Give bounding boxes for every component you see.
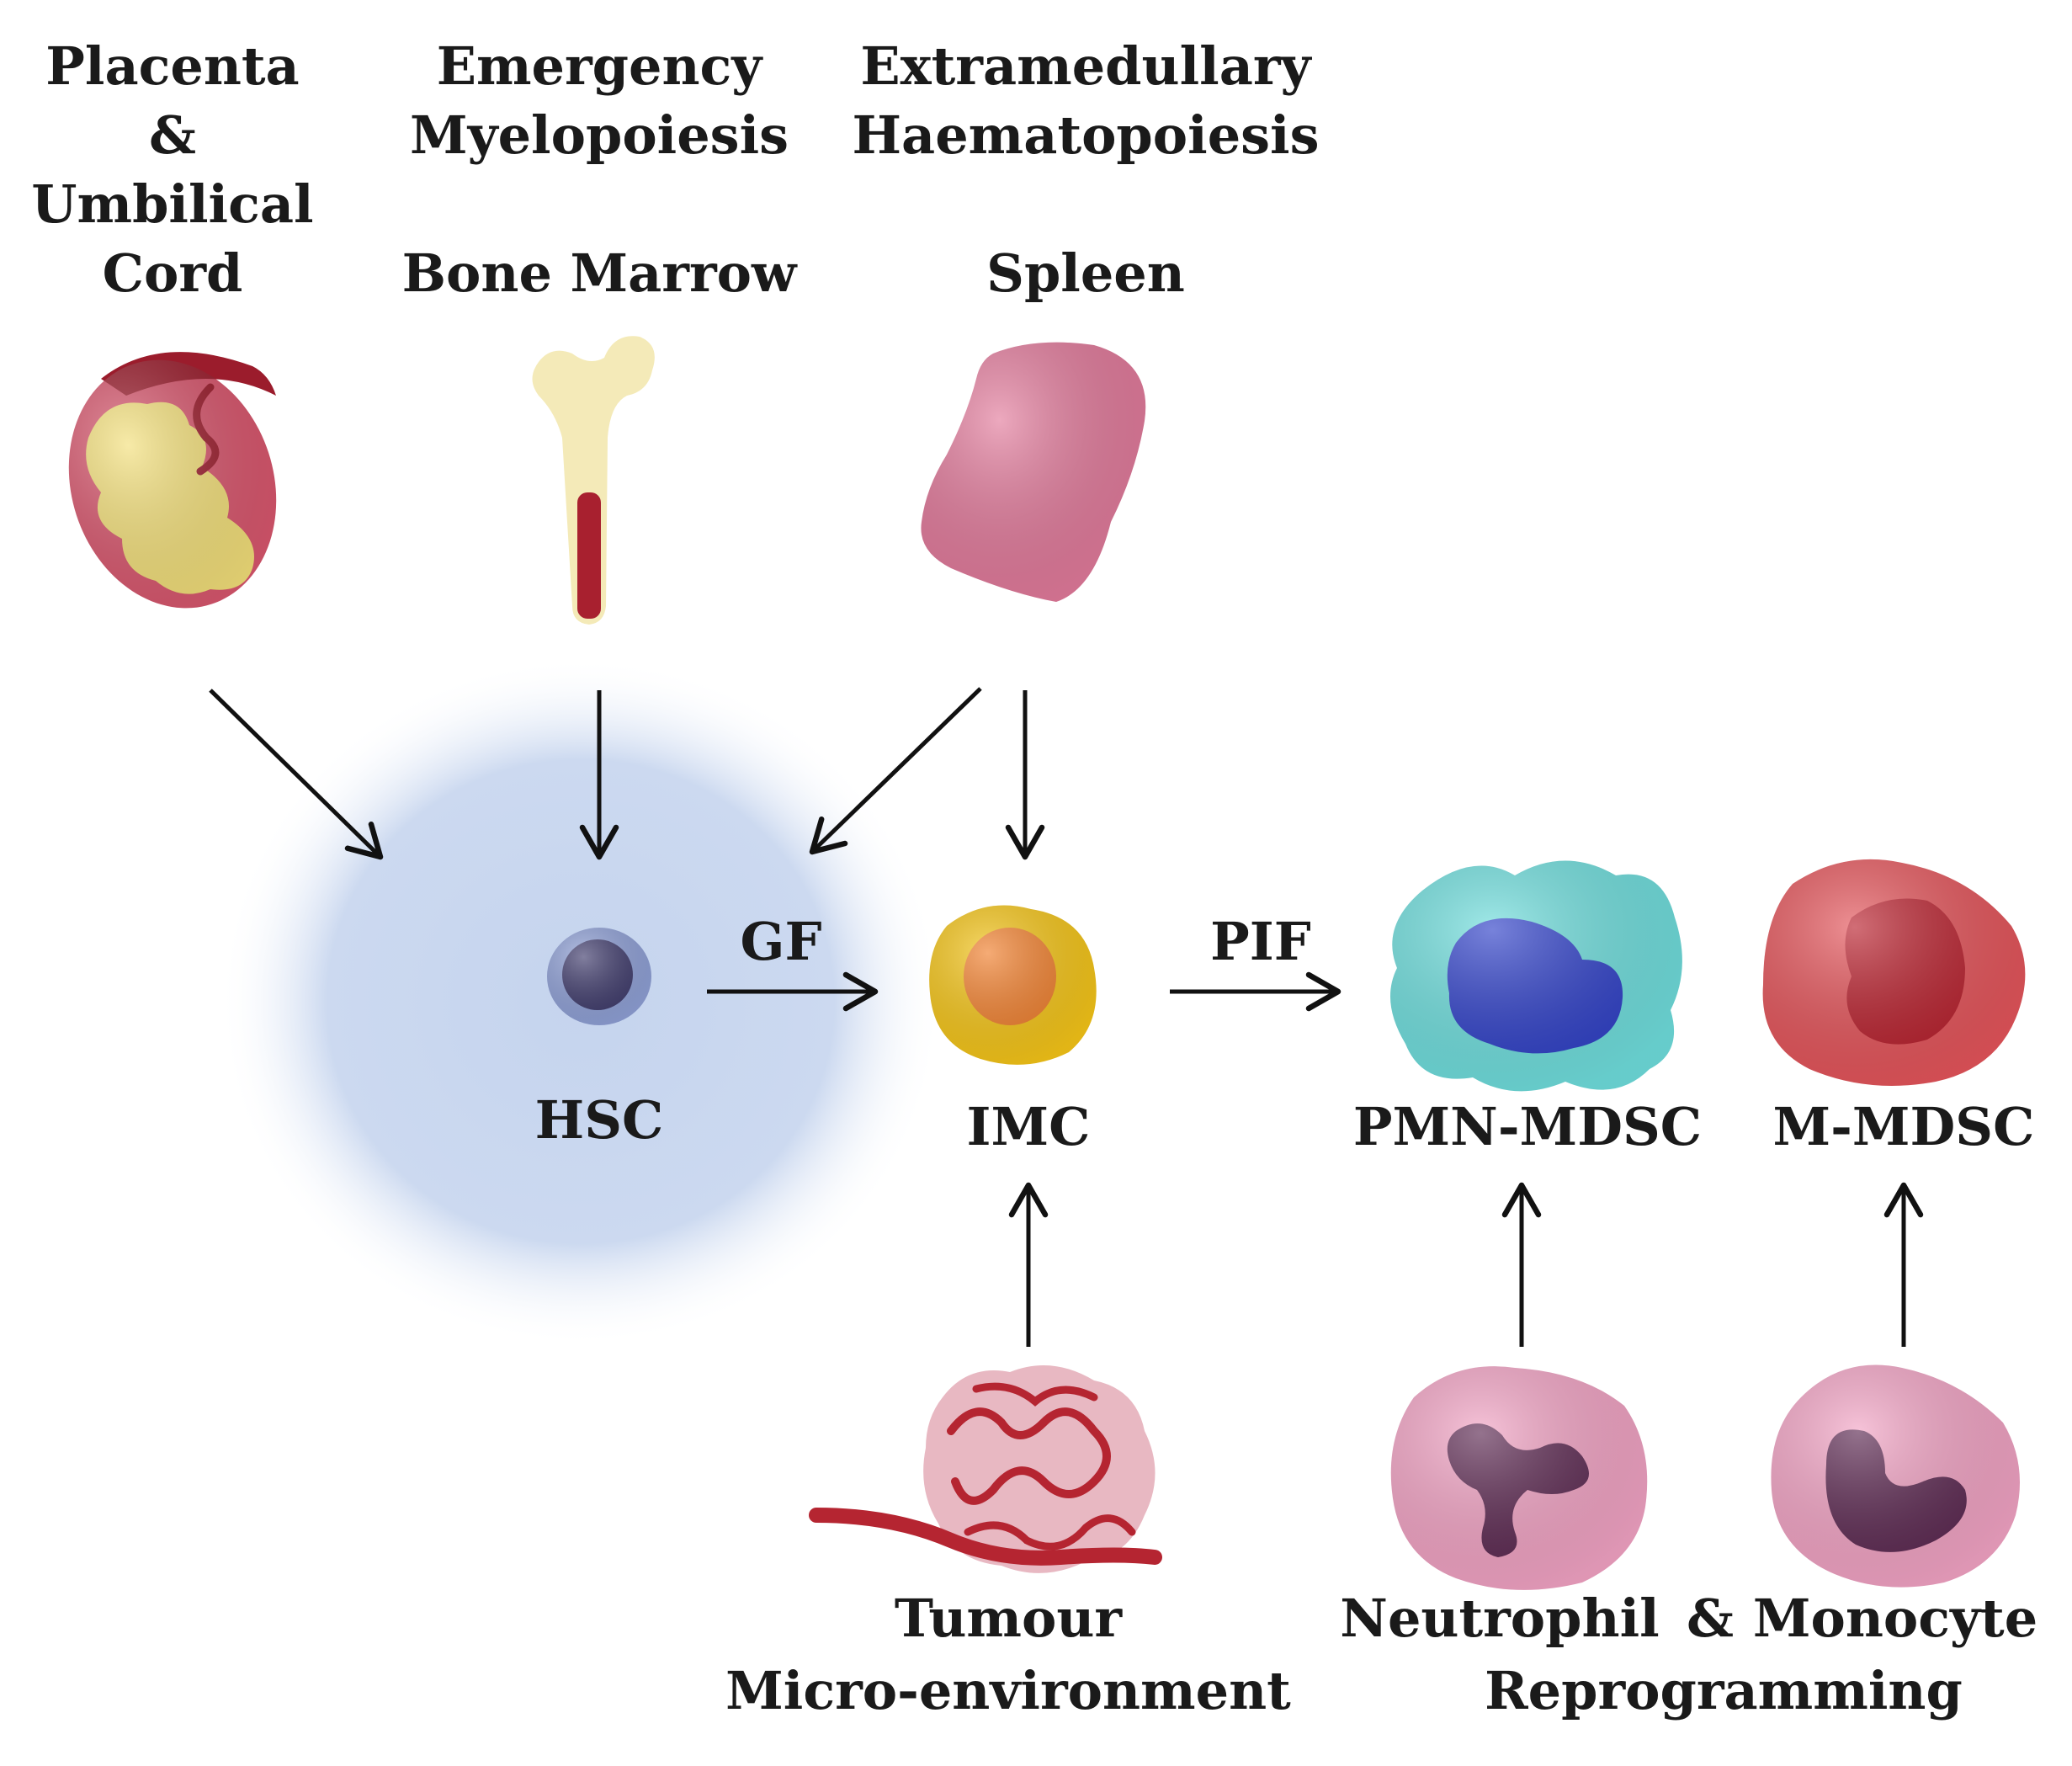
svg-text:Haematopoiesis: Haematopoiesis xyxy=(852,104,1319,166)
pmn-mdsc-label: PMN-MDSC xyxy=(1353,1096,1702,1157)
svg-text:Extramedullary: Extramedullary xyxy=(860,35,1312,97)
bone-marrow-label: Bone Marrow xyxy=(402,242,798,304)
bone-icon xyxy=(532,336,655,625)
tumour-label: Tumour Micro-environment xyxy=(725,1588,1291,1721)
svg-text:Monocyte: Monocyte xyxy=(1753,1588,2037,1649)
m-mdsc-label: M-MDSC xyxy=(1773,1096,2035,1157)
svg-text:&: & xyxy=(1687,1588,1734,1649)
pif-label: PIF xyxy=(1210,911,1311,972)
svg-text:Reprogramming: Reprogramming xyxy=(1485,1660,1963,1721)
svg-text:Placenta: Placenta xyxy=(45,35,299,97)
svg-text:Umbilical: Umbilical xyxy=(31,173,313,235)
arrow-placenta-to-hsc xyxy=(209,689,384,860)
svg-text:Cord: Cord xyxy=(103,242,243,304)
reprogramming-label: Neutrophil & Monocyte Reprogramming xyxy=(1340,1588,2037,1721)
bone-marrow-process-label: Emergency Myelopoiesis xyxy=(410,35,789,166)
neutrophil-cell-icon xyxy=(1390,1366,1648,1590)
svg-text:Emergency: Emergency xyxy=(437,35,764,97)
svg-text:Neutrophil: Neutrophil xyxy=(1340,1588,1659,1649)
imc-label: IMC xyxy=(967,1096,1091,1157)
svg-text:Tumour: Tumour xyxy=(895,1588,1124,1649)
svg-text:Micro-environment: Micro-environment xyxy=(725,1660,1291,1721)
hsc-label: HSC xyxy=(535,1089,664,1151)
spleen-icon xyxy=(921,342,1146,602)
gf-label: GF xyxy=(741,911,822,972)
svg-text:&: & xyxy=(149,104,196,166)
placenta-icon xyxy=(68,352,277,609)
spleen-label: Spleen xyxy=(986,242,1185,304)
svg-text:Myelopoiesis: Myelopoiesis xyxy=(410,104,789,166)
pmn-mdsc-cell-icon xyxy=(1390,860,1682,1092)
m-mdsc-cell-icon xyxy=(1762,859,2026,1086)
imc-cell-icon xyxy=(929,905,1097,1065)
spleen-process-label: Extramedullary Haematopoiesis xyxy=(852,35,1319,166)
tumour-icon xyxy=(809,1365,1162,1573)
placenta-label: Placenta & Umbilical Cord xyxy=(31,35,313,304)
arrow-spleen-to-hsc xyxy=(809,687,982,855)
monocyte-cell-icon xyxy=(1771,1364,2020,1588)
hsc-cell-icon xyxy=(547,928,651,1025)
